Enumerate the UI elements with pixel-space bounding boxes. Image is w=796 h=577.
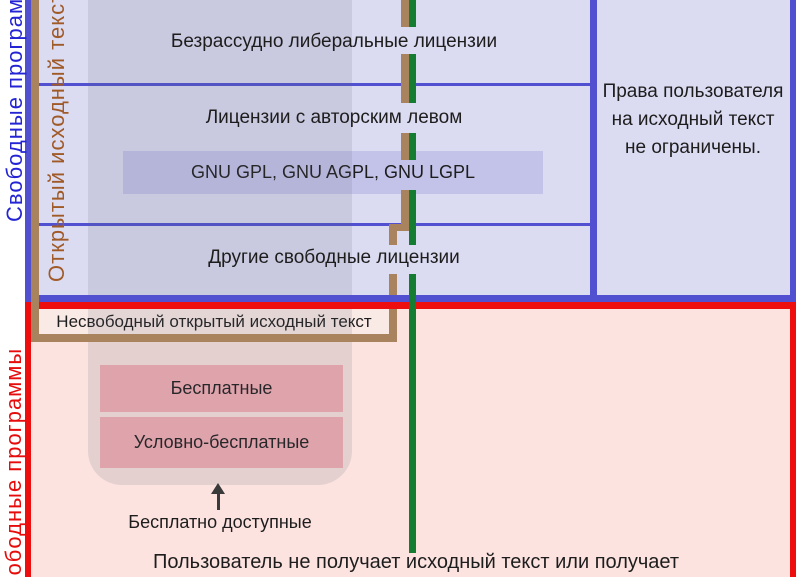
gratis-available-band — [88, 0, 352, 485]
gratis-available-label: Бесплатно доступные — [128, 511, 312, 532]
row-divider-bottom — [39, 223, 590, 226]
nonfree-border-left — [25, 309, 31, 577]
nonfree-programs-axis-label: Несвободные программы — [1, 347, 26, 577]
free-border-left — [25, 0, 31, 302]
other-free-licenses-label: Другие свободные лицензии — [208, 247, 460, 268]
user-rights-note: Права пользователя на исходный текст не … — [597, 78, 789, 162]
copyleft-line — [409, 54, 416, 103]
open-source-boundary-right — [389, 231, 397, 245]
open-source-axis-label: Открытый исходный текст — [44, 0, 69, 282]
up-arrow-icon — [211, 483, 225, 494]
free-border-right — [790, 0, 796, 302]
open-source-boundary-right — [401, 133, 409, 160]
gnu-licenses-box: GNU GPL, GNU AGPL, GNU LGPL — [123, 151, 543, 194]
free-border-middle — [590, 0, 597, 302]
copyleft-licenses-label: Лицензии с авторским левом — [205, 107, 463, 128]
open-source-boundary-left — [31, 0, 39, 342]
open-source-boundary-right — [401, 190, 409, 224]
gnu-licenses-label: GNU GPL, GNU AGPL, GNU LGPL — [190, 162, 476, 182]
shareware-box: Условно-бесплатные — [100, 417, 343, 468]
nonfree-open-source-label: Несвободный открытый исходный текст — [56, 311, 372, 331]
open-source-boundary-jog — [389, 224, 409, 231]
freeware-label: Бесплатные — [170, 378, 273, 398]
nonfree-border-right — [790, 309, 796, 577]
free-programs-axis-label: Свободные программы — [2, 0, 27, 222]
open-source-boundary-right — [401, 0, 409, 27]
copyleft-line — [409, 0, 416, 27]
user-rights-note-line: не ограничены. — [625, 137, 761, 158]
user-rights-note-line: на исходный текст — [611, 109, 775, 130]
open-source-boundary-right — [401, 54, 409, 103]
copyleft-line — [409, 274, 416, 553]
user-rights-note-line: Права пользователя — [602, 81, 784, 102]
permissive-licenses-label: Безрассудно либеральные лицензии — [170, 31, 498, 52]
no-source-note: Пользователь не получает исходный текст … — [152, 550, 680, 573]
shareware-label: Условно-бесплатные — [133, 432, 310, 452]
copyleft-line — [409, 190, 416, 245]
up-arrow-stem — [217, 493, 220, 510]
open-source-boundary-bottom — [31, 334, 397, 342]
nonfree-open-source-box: Несвободный открытый исходный текст — [39, 309, 389, 334]
freeware-box: Бесплатные — [100, 365, 343, 412]
row-divider-top — [39, 83, 590, 86]
copyleft-line — [409, 133, 416, 160]
